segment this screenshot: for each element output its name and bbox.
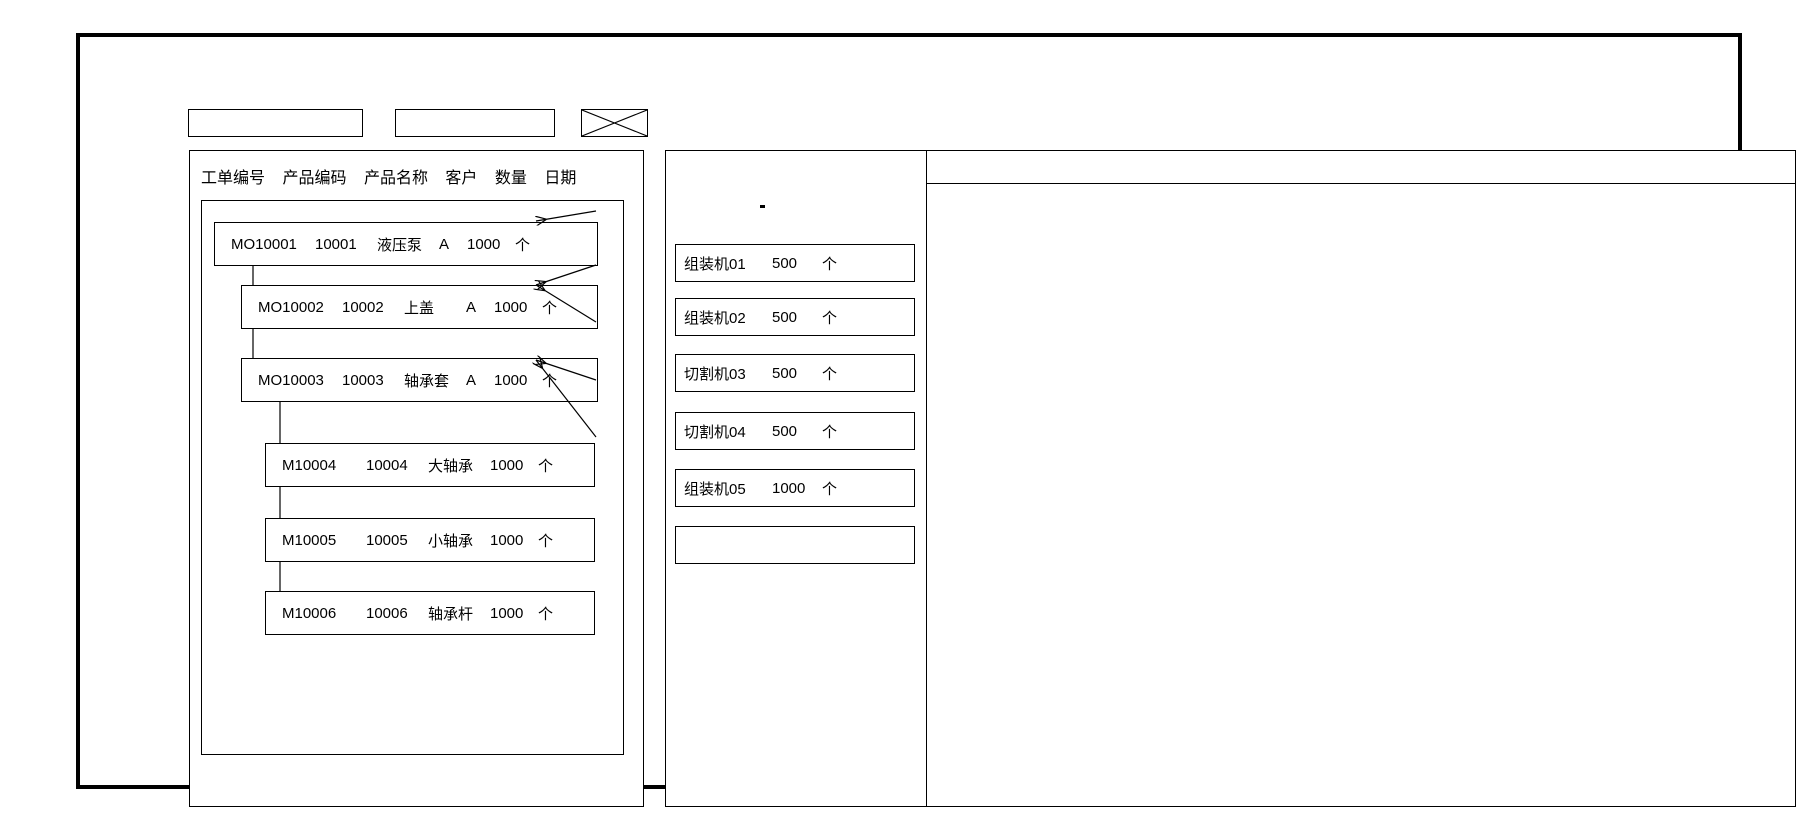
toolbar-field-2[interactable] xyxy=(395,109,555,137)
production-panel: 组装机01 500 个 组装机02 500 个 切割机03 500 个 切割机0… xyxy=(665,150,1796,807)
tree-row-customer: A xyxy=(466,371,477,389)
machine-name: 切割机03 xyxy=(684,365,746,383)
machine-row[interactable]: 组装机02 500 个 xyxy=(675,298,915,336)
machine-quantity: 500 xyxy=(772,254,798,272)
machine-quantity: 500 xyxy=(772,364,798,382)
tree-row-product-name: 上盖 xyxy=(404,299,435,317)
machine-unit: 个 xyxy=(822,255,838,273)
tree-row-unit: 个 xyxy=(542,372,558,390)
machine-row[interactable]: 组装机05 1000 个 xyxy=(675,469,915,507)
tree-row-order-no: M10006 xyxy=(282,604,337,622)
pane-divider xyxy=(926,151,927,806)
tree-row[interactable]: M10005 10005 小轴承 1000 个 xyxy=(265,518,595,562)
machine-list-pane: 组装机01 500 个 组装机02 500 个 切割机03 500 个 切割机0… xyxy=(666,151,926,806)
tree-row-order-no: MO10002 xyxy=(258,298,324,316)
machine-unit: 个 xyxy=(822,309,838,327)
tree-row-product-name: 轴承杆 xyxy=(428,605,474,623)
tree-row-quantity: 1000 xyxy=(467,235,501,253)
tree-row-unit: 个 xyxy=(542,299,558,317)
tree-row-customer: A xyxy=(439,235,450,253)
tree-row-order-no: M10005 xyxy=(282,531,337,549)
column-header-customer: 客户 xyxy=(445,170,478,187)
tree-row-product-name: 大轴承 xyxy=(428,457,474,475)
tree-row[interactable]: M10004 10004 大轴承 1000 个 xyxy=(265,443,595,487)
tree-row-order-no: MO10003 xyxy=(258,371,324,389)
machine-row[interactable]: 组装机01 500 个 xyxy=(675,244,915,282)
column-header-quantity: 数量 xyxy=(494,170,527,187)
column-header-order-no: 工单编号 xyxy=(201,170,266,187)
tree-row-product-code: 10002 xyxy=(342,298,384,316)
marker-dot-icon xyxy=(760,205,765,208)
tree-row[interactable]: M10006 10006 轴承杆 1000 个 xyxy=(265,591,595,635)
tree-row-unit: 个 xyxy=(538,457,554,475)
work-order-tree: MO10001 10001 液压泵 A 1000 个 MO10002 10002… xyxy=(201,200,624,755)
detail-header-divider xyxy=(927,183,1795,184)
column-header-date: 日期 xyxy=(544,170,577,187)
tree-row-quantity: 1000 xyxy=(494,371,528,389)
tree-row-unit: 个 xyxy=(538,532,554,550)
tree-row-order-no: M10004 xyxy=(282,456,337,474)
tree-row-product-name: 轴承套 xyxy=(404,372,450,390)
tree-row[interactable]: MO10002 10002 上盖 A 1000 个 xyxy=(241,285,598,329)
machine-row-empty[interactable] xyxy=(675,526,915,564)
tree-row-product-code: 10001 xyxy=(315,235,357,253)
tree-row-product-code: 10005 xyxy=(366,531,408,549)
tree-row[interactable]: MO10001 10001 液压泵 A 1000 个 xyxy=(214,222,598,266)
work-order-panel: 工单编号 产品编码 产品名称 客户 数量 日期 xyxy=(189,150,644,807)
machine-row[interactable]: 切割机04 500 个 xyxy=(675,412,915,450)
tree-row-product-code: 10006 xyxy=(366,604,408,622)
machine-quantity: 500 xyxy=(772,308,798,326)
machine-name: 组装机05 xyxy=(684,480,746,498)
image-placeholder-icon[interactable] xyxy=(581,109,648,137)
tree-row-product-code: 10003 xyxy=(342,371,384,389)
column-header-product-name: 产品名称 xyxy=(363,170,428,187)
toolbar-field-1[interactable] xyxy=(188,109,363,137)
tree-row-quantity: 1000 xyxy=(490,456,524,474)
machine-name: 切割机04 xyxy=(684,423,746,441)
machine-unit: 个 xyxy=(822,480,838,498)
tree-row-unit: 个 xyxy=(515,236,531,254)
tree-row-quantity: 1000 xyxy=(490,604,524,622)
tree-row-quantity: 1000 xyxy=(494,298,528,316)
tree-row-product-name: 小轴承 xyxy=(428,532,474,550)
tree-row-order-no: MO10001 xyxy=(231,235,297,253)
column-header-row: 工单编号 产品编码 产品名称 客户 数量 日期 xyxy=(201,168,631,190)
machine-quantity: 1000 xyxy=(772,479,806,497)
tree-row-product-name: 液压泵 xyxy=(377,236,423,254)
tree-row-quantity: 1000 xyxy=(490,531,524,549)
machine-unit: 个 xyxy=(822,365,838,383)
machine-quantity: 500 xyxy=(772,422,798,440)
machine-name: 组装机02 xyxy=(684,309,746,327)
tree-row-product-code: 10004 xyxy=(366,456,408,474)
machine-name: 组装机01 xyxy=(684,255,746,273)
tree-row-unit: 个 xyxy=(538,605,554,623)
tree-row-customer: A xyxy=(466,298,477,316)
machine-unit: 个 xyxy=(822,423,838,441)
window-frame: 工单编号 产品编码 产品名称 客户 数量 日期 xyxy=(76,33,1796,807)
machine-row[interactable]: 切割机03 500 个 xyxy=(675,354,915,392)
tree-row[interactable]: MO10003 10003 轴承套 A 1000 个 xyxy=(241,358,598,402)
column-header-product-code: 产品编码 xyxy=(282,170,347,187)
detail-pane xyxy=(927,151,1795,806)
